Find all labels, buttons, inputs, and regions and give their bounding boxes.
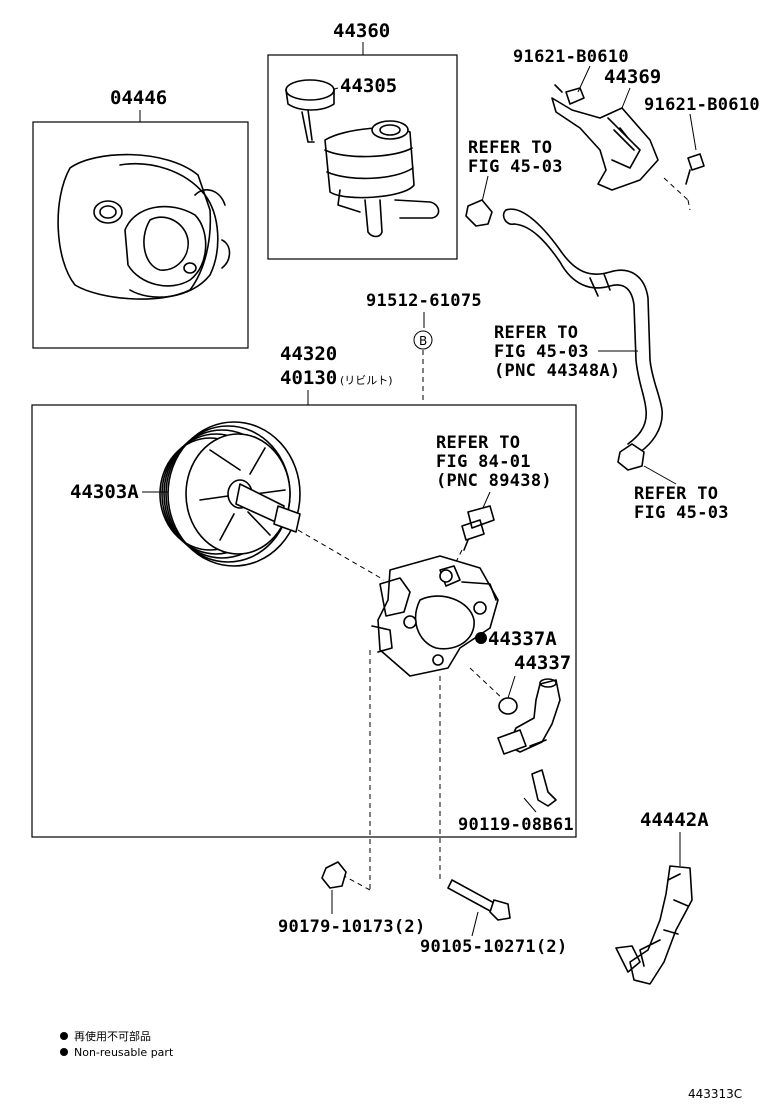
badge-b-text: B (419, 334, 427, 348)
label-44320[interactable]: 44320 (280, 343, 337, 365)
kit-04446-group: 04446 (32, 87, 249, 349)
refer3-line2[interactable]: FIG 84-01 (436, 452, 531, 472)
refer2-line2[interactable]: FIG 45-03 (494, 342, 589, 362)
refer4-line2[interactable]: FIG 45-03 (634, 503, 729, 523)
refer3-line3[interactable]: (PNC 89438) (436, 471, 552, 491)
pressure-switch-drawing (451, 505, 495, 571)
label-44337[interactable]: 44337 (514, 652, 571, 674)
label-44337a[interactable]: 44337A (488, 628, 557, 650)
bolt-90119-drawing (531, 769, 557, 807)
oring-drawing (498, 697, 518, 715)
gasket-kit-drawing (57, 153, 231, 300)
label-91512[interactable]: 91512-61075 (366, 291, 482, 311)
kit-04446-box (32, 121, 249, 349)
label-44442a[interactable]: 44442A (640, 809, 709, 831)
legend: 再使用不可部品 Non-reusable part (60, 1029, 174, 1059)
union-44337-drawing (497, 678, 561, 755)
label-91621-right[interactable]: 91621-B0610 (644, 95, 760, 115)
label-44305[interactable]: 44305 (340, 75, 397, 97)
reservoir-cap-drawing (285, 79, 335, 143)
legend-en: Non-reusable part (74, 1046, 174, 1059)
bolt-91512-group: 91512-61075 B (366, 291, 482, 402)
label-44369[interactable]: 44369 (604, 66, 661, 88)
bracket-44442a-drawing (615, 865, 693, 985)
refer4-line1[interactable]: REFER TO (634, 484, 718, 504)
non-reusable-dot-icon (475, 632, 487, 644)
refer3-line1[interactable]: REFER TO (436, 433, 520, 453)
bolt-90119-group: 90119-08B61 (458, 769, 574, 835)
refer1-line2[interactable]: FIG 45-03 (468, 157, 563, 177)
pump-assembly-box (31, 404, 577, 838)
label-91621-top[interactable]: 91621-B0610 (513, 47, 629, 67)
oring-44337a-group: 44337A 44337 (469, 628, 571, 755)
legend-jp: 再使用不可部品 (74, 1029, 151, 1043)
refer-fig-45-03-hose[interactable]: REFER TO FIG 45-03 (PNC 44348A) (494, 323, 638, 381)
label-90119[interactable]: 90119-08B61 (458, 815, 574, 835)
shaft-drawing (235, 483, 385, 581)
legend-dot-icon (60, 1032, 68, 1040)
reservoir-44360-group: 44360 44305 (267, 20, 458, 260)
bolt-90105-head (489, 899, 511, 921)
bolt-90105-shank (447, 879, 497, 913)
label-04446[interactable]: 04446 (110, 87, 167, 109)
refer-fig-45-03-top[interactable]: REFER TO FIG 45-03 (465, 138, 563, 227)
label-40130-note: (リビルト) (340, 374, 393, 387)
bracket-drawing (551, 84, 705, 211)
pump-body-drawing (371, 555, 499, 677)
label-90179[interactable]: 90179-10173(2) (278, 917, 426, 937)
refer1-line1[interactable]: REFER TO (468, 138, 552, 158)
clamp-bottom-icon (617, 443, 645, 471)
reservoir-tank-drawing (324, 120, 440, 238)
pulley-drawing (159, 421, 301, 567)
nut-90179-drawing (321, 861, 347, 889)
nut-90179-group: 90179-10173(2) (278, 650, 426, 937)
label-40130[interactable]: 40130 (280, 367, 337, 389)
legend-dot-icon-2 (60, 1048, 68, 1056)
reservoir-44360-box (267, 54, 458, 260)
pump-assembly-labels: 44320 40130 (リビルト) (280, 343, 393, 405)
label-44360[interactable]: 44360 (333, 20, 390, 42)
bracket-44442a-group: 44442A (615, 809, 709, 985)
label-44303a[interactable]: 44303A (70, 481, 139, 503)
clamp-top-icon (465, 199, 493, 227)
label-90105[interactable]: 90105-10271(2) (420, 937, 568, 957)
pulley-44303a-group: 44303A (70, 421, 385, 581)
badge-b-icon (413, 330, 433, 350)
figure-code: 443313C (688, 1087, 742, 1101)
refer-fig-45-03-bottom[interactable]: REFER TO FIG 45-03 (634, 465, 729, 523)
return-hose-drawing (502, 208, 663, 471)
bolt-90105-group: 90105-10271(2) (420, 676, 568, 957)
bracket-44369-group: 91621-B0610 44369 91621-B0610 (513, 47, 760, 211)
refer2-line1[interactable]: REFER TO (494, 323, 578, 343)
refer-fig-84-01[interactable]: REFER TO FIG 84-01 (PNC 89438) (436, 433, 552, 571)
refer2-line3[interactable]: (PNC 44348A) (494, 361, 620, 381)
